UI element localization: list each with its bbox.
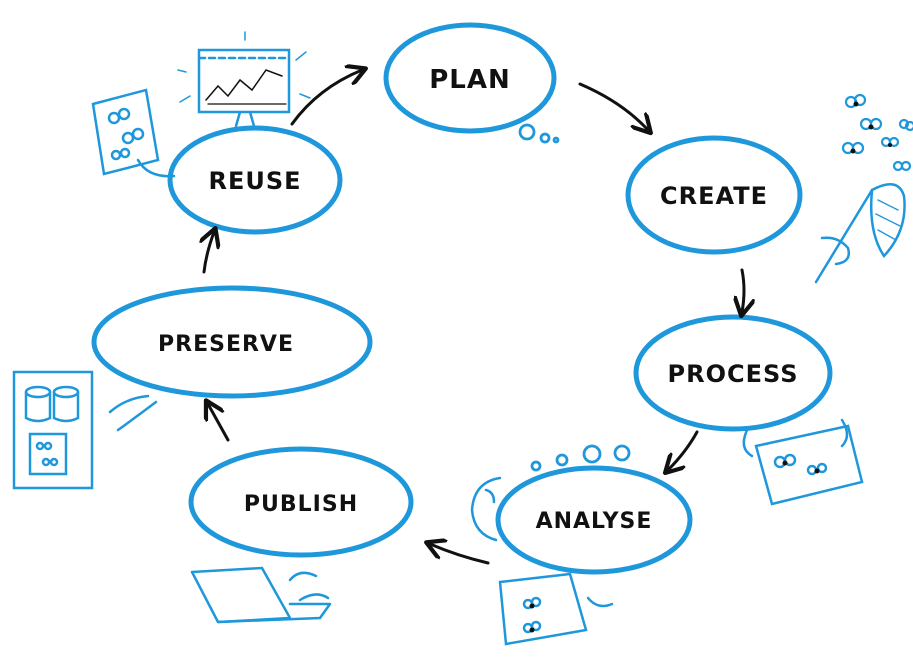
stage-process-label: PROCESS (668, 360, 799, 388)
arrow-reuse-to-plan (290, 70, 362, 126)
arrow-process-to-analyse (668, 430, 699, 470)
butterfly-paper-icon (91, 88, 176, 178)
arrow-plan-to-create (578, 82, 648, 130)
arrow-publish-to-preserve (208, 404, 230, 442)
stage-process: PROCESS (633, 314, 833, 432)
butterfly-swarm-icon (841, 93, 913, 172)
arrow-create-to-process (742, 268, 744, 312)
stage-plan-label: PLAN (429, 65, 511, 95)
cycle-arrows (204, 70, 744, 565)
stage-analyse-label: ANALYSE (536, 509, 653, 534)
stage-preserve-label: PRESERVE (158, 332, 294, 357)
stage-reuse: REUSE (167, 125, 343, 235)
laptop-icon (190, 566, 332, 624)
stage-plan: PLAN (383, 22, 557, 134)
stage-create: CREATE (625, 135, 803, 255)
thought-bubble-icon (518, 123, 631, 472)
analyst-figure-icon (470, 476, 614, 646)
arrow-preserve-to-reuse (204, 232, 214, 274)
specimen-sheet-icon (742, 418, 864, 506)
stage-publish-label: PUBLISH (244, 492, 358, 517)
stage-preserve: PRESERVE (91, 285, 373, 399)
stage-reuse-label: REUSE (208, 167, 301, 195)
storage-cabinet-icon (12, 370, 158, 490)
chart-board-icon (177, 31, 311, 128)
butterfly-net-icon (814, 183, 906, 284)
stage-publish: PUBLISH (188, 446, 414, 558)
stage-create-label: CREATE (660, 182, 768, 210)
arrow-analyse-to-publish (430, 544, 490, 565)
stage-analyse: ANALYSE (495, 465, 693, 575)
